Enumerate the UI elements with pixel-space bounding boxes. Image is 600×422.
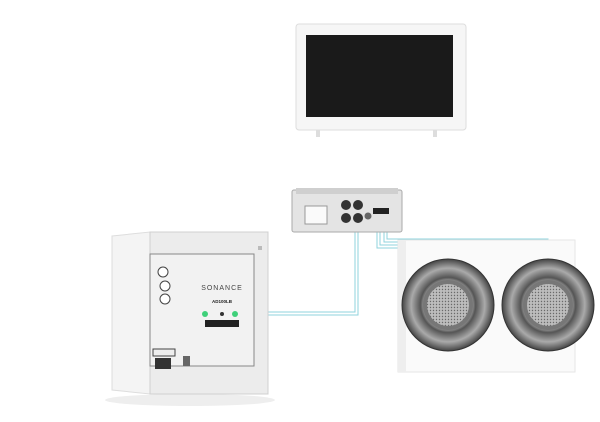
speaker-left xyxy=(401,258,495,352)
model-label: AD100LB xyxy=(212,299,233,304)
subwoofer: SONANCE AD100LB xyxy=(105,231,275,406)
speaker-right xyxy=(501,258,595,352)
in-wall-speakers xyxy=(397,239,595,373)
amplifier xyxy=(291,188,403,233)
tv-screen xyxy=(306,35,453,117)
television xyxy=(295,23,467,137)
brand-logo: SONANCE xyxy=(201,285,243,292)
